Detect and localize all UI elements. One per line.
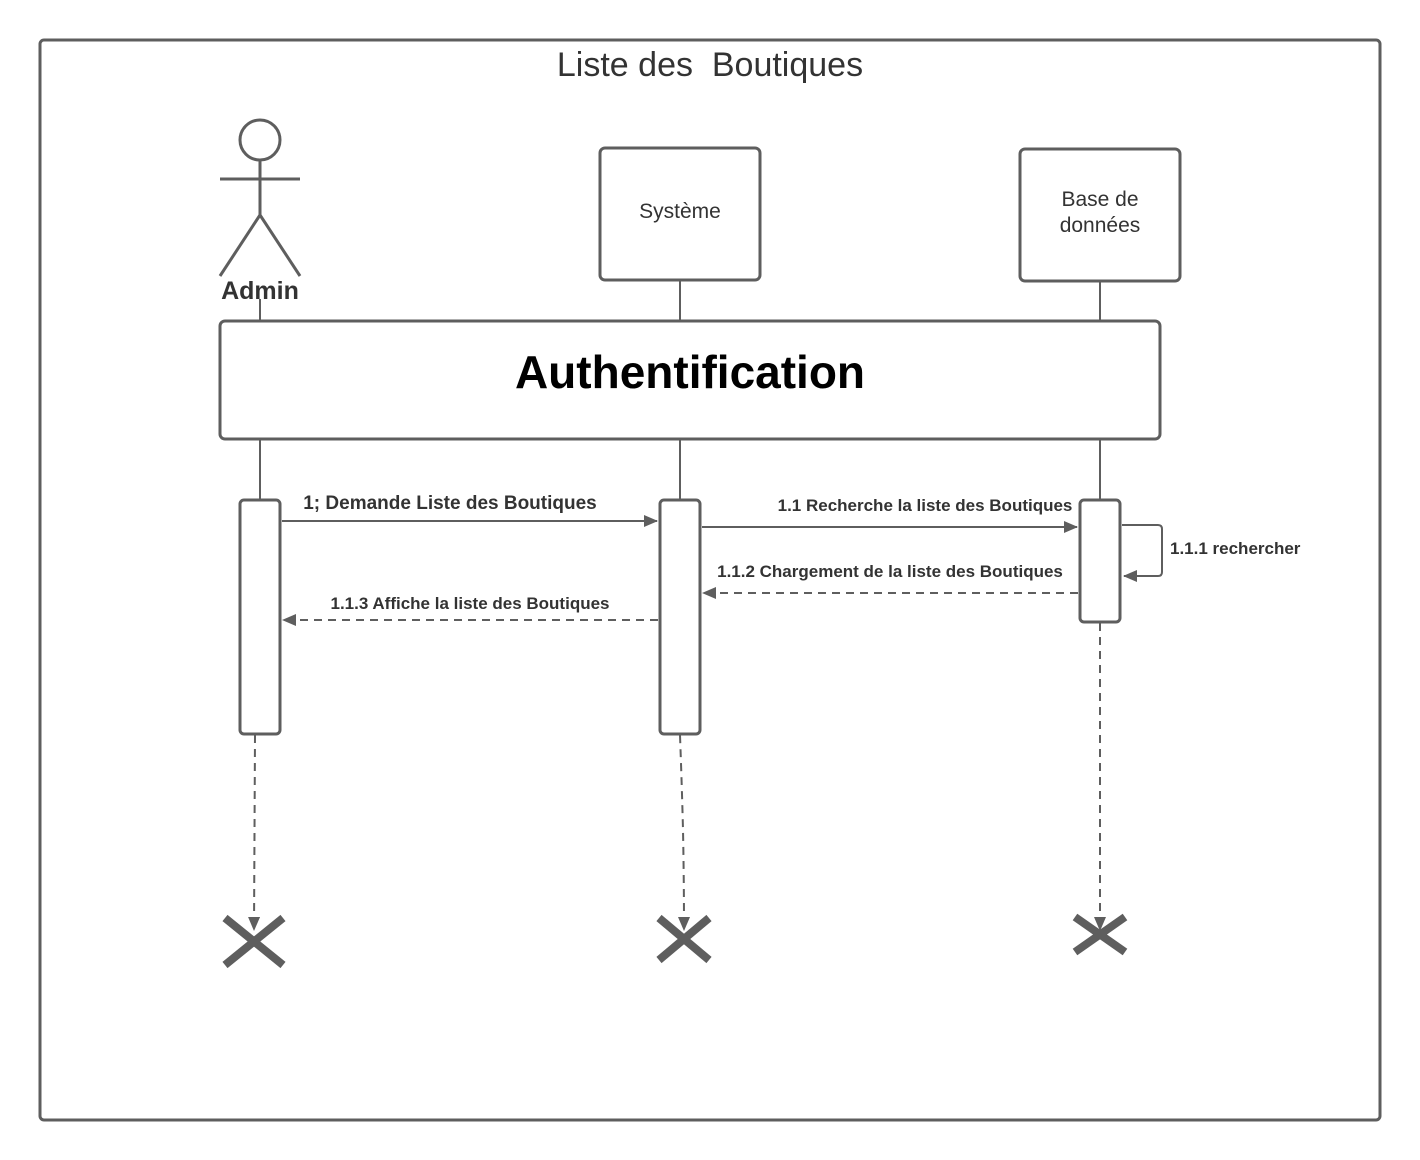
fragment-box (218, 319, 1162, 441)
fragment-label: Authentification (515, 346, 865, 398)
participant-database-box (1018, 147, 1182, 283)
destroy-admin-icon (222, 914, 286, 969)
message-1-1: 1.1 Recherche la liste des Boutiques (702, 496, 1078, 533)
participant-system-label: Système (639, 200, 721, 223)
actor-left-leg (218, 214, 262, 277)
lifeline-admin-end (248, 734, 261, 931)
message-1-1-1-label: 1.1.1 rechercher (1170, 539, 1301, 558)
participant-database: Base de données (1018, 147, 1182, 283)
participant-system: Système (598, 146, 762, 282)
activation-admin (238, 498, 282, 736)
message-1-1-2: 1.1.2 Chargement de la liste des Boutiqu… (702, 562, 1078, 599)
fragment-authentification: Authentification (218, 319, 1162, 441)
message-1-1-1-arrow (1122, 524, 1163, 582)
message-1: 1; Demande Liste des Boutiques (282, 493, 658, 527)
message-1-1-3: 1.1.3 Affiche la liste des Boutiques (282, 594, 658, 626)
message-1-1-1: 1.1.1 rechercher (1122, 524, 1301, 582)
message-1-1-2-label: 1.1.2 Chargement de la liste des Boutiqu… (717, 562, 1063, 581)
message-1-label: 1; Demande Liste des Boutiques (303, 493, 597, 514)
participant-system-box (598, 146, 762, 282)
message-1-1-3-label: 1.1.3 Affiche la liste des Boutiques (330, 594, 609, 613)
diagram-title: Liste des Boutiques (557, 46, 863, 84)
actor-admin: Admin (218, 118, 302, 305)
activation-system (658, 498, 702, 736)
actor-right-leg (258, 214, 302, 277)
destroy-system-icon (656, 914, 712, 964)
diagram-frame (38, 38, 1382, 1122)
destroy-database-icon (1072, 913, 1128, 956)
activation-database (1078, 498, 1122, 624)
participant-database-label-line1: Base de (1061, 188, 1138, 211)
message-1-1-label: 1.1 Recherche la liste des Boutiques (778, 496, 1073, 515)
lifeline-system-end (677, 734, 690, 931)
participant-database-label-line2: données (1060, 214, 1141, 237)
actor-head-icon (238, 118, 282, 162)
